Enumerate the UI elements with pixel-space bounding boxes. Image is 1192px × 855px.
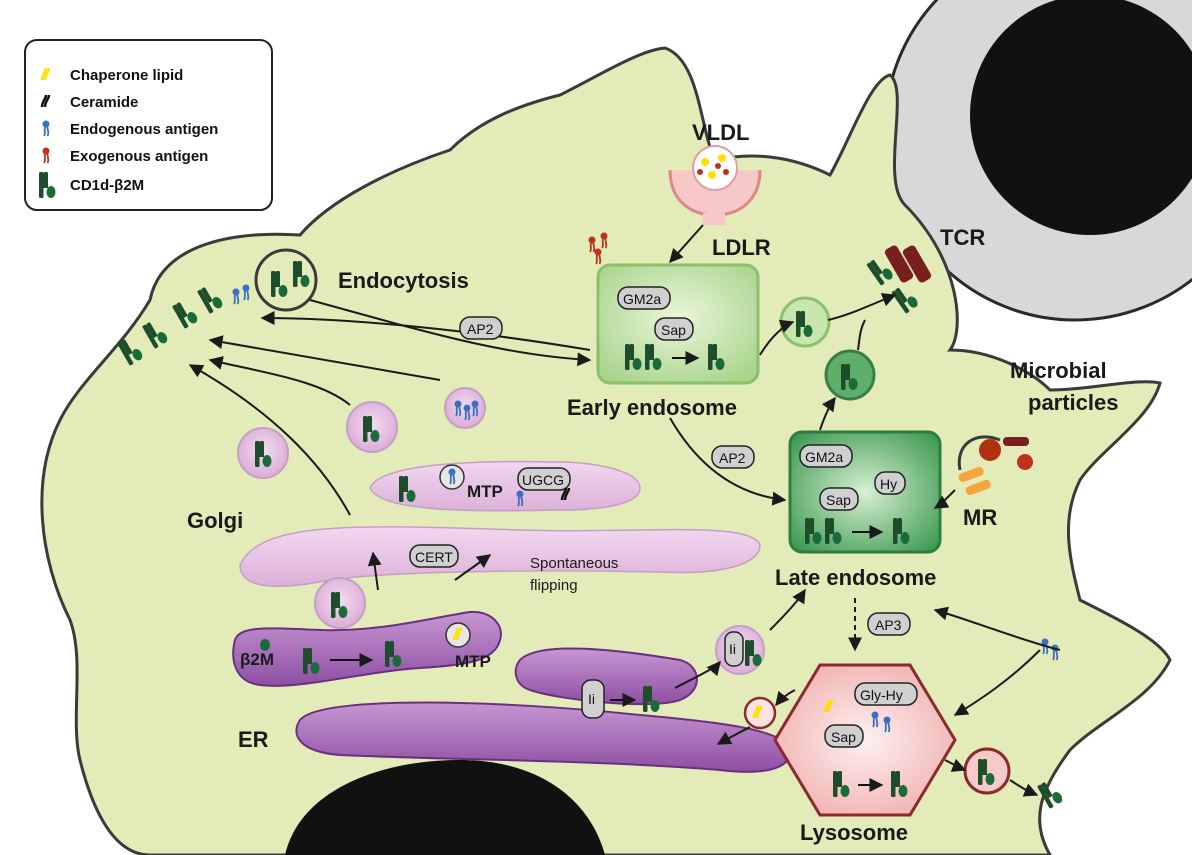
- er-label: ER: [238, 727, 269, 752]
- legend-item-exogenous-antigen: Exogenous antigen: [41, 146, 208, 165]
- legend-item-ceramide: Ceramide: [40, 93, 138, 111]
- gly-hy-pill: Gly-Hy: [854, 682, 918, 706]
- late-endosome: GM2a Hy Sap Late endosome: [775, 430, 942, 590]
- svg-text:UGCG: UGCG: [522, 472, 564, 488]
- ugcg-pill: UGCG: [517, 467, 571, 491]
- flipping-label: flipping: [530, 577, 578, 594]
- legend: Chaperone lipid Ceramide Endogenous anti…: [24, 39, 273, 211]
- legend-item-endogenous-antigen: Endogenous antigen: [41, 119, 218, 138]
- mtp-lower-label: MTP: [455, 652, 491, 671]
- endocytosis-label: Endocytosis: [338, 268, 469, 293]
- svg-text:Sap: Sap: [661, 322, 686, 338]
- svg-text:GM2a: GM2a: [805, 449, 843, 465]
- svg-text:Sap: Sap: [831, 729, 856, 745]
- gm2a-pill: GM2a: [799, 444, 853, 468]
- late-endosome-label: Late endosome: [775, 565, 936, 590]
- endoplasmic-reticulum: ER β2M MTP Ii: [232, 610, 792, 773]
- legend-label: Endogenous antigen: [70, 121, 218, 138]
- svg-text:Sap: Sap: [826, 492, 851, 508]
- legend-item-chaperone-lipid: Chaperone lipid: [40, 66, 183, 84]
- vldl-label: VLDL: [692, 120, 749, 145]
- hy-pill: Hy: [874, 471, 906, 495]
- b2m-label: β2M: [240, 650, 274, 669]
- tcr-label: TCR: [940, 225, 985, 250]
- ap2-mid-pill: AP2: [711, 445, 755, 469]
- ii-vesicle-pill: Ii: [724, 631, 744, 667]
- legend-label: CD1d-β2M: [70, 177, 144, 194]
- vldl-ldlr-uptake: VLDL LDLR: [668, 120, 771, 260]
- lysosome: Gly-Hy Sap Lysosome: [773, 663, 957, 845]
- spontaneous-label: Spontaneous: [530, 555, 618, 572]
- t-cell: [883, 0, 1192, 322]
- svg-text:GM2a: GM2a: [623, 291, 661, 307]
- ap2-top-pill: AP2: [459, 316, 503, 340]
- ii-vesicle: Ii: [715, 625, 765, 675]
- endocytosis-pit: Endocytosis: [254, 248, 469, 312]
- svg-text:CERT: CERT: [415, 549, 453, 565]
- svg-text:Hy: Hy: [880, 476, 897, 492]
- legend-label: Exogenous antigen: [70, 148, 208, 165]
- svg-text:AP3: AP3: [875, 617, 902, 633]
- mtp-upper-label: MTP: [467, 482, 503, 501]
- legend-label: Chaperone lipid: [70, 67, 183, 84]
- tcr: TCR: [866, 225, 985, 314]
- svg-text:Ii: Ii: [729, 641, 736, 657]
- svg-text:Gly-Hy: Gly-Hy: [860, 687, 903, 703]
- particles-label: particles: [1028, 390, 1119, 415]
- pathway-arrows: [188, 224, 1061, 797]
- cert-pill: CERT: [409, 544, 459, 568]
- sap-pill: Sap: [654, 317, 694, 341]
- mr-label: MR: [963, 505, 997, 530]
- svg-text:AP2: AP2: [467, 321, 494, 337]
- early-endosome: GM2a Sap Early endosome: [567, 263, 760, 420]
- svg-text:AP2: AP2: [719, 450, 746, 466]
- ap3-pill: AP3: [867, 612, 911, 636]
- gm2a-pill: GM2a: [617, 286, 671, 310]
- legend-item-cd1d-b2m: CD1d-β2M: [39, 172, 144, 198]
- nucleus: [285, 760, 605, 855]
- sap-pill: Sap: [819, 487, 859, 511]
- golgi: Golgi MTP UGCG CERT Spontaneous flipping: [187, 460, 761, 594]
- lysosome-label: Lysosome: [800, 820, 908, 845]
- microbial-label: Microbial: [1010, 358, 1107, 383]
- legend-label: Ceramide: [70, 94, 138, 111]
- recycling-vesicles: [779, 296, 876, 401]
- microbial-particles: Microbial particles MR: [957, 358, 1119, 530]
- ldlr-label: LDLR: [712, 235, 771, 260]
- ii-er-pill: Ii: [581, 679, 605, 719]
- sap-pill: Sap: [824, 724, 864, 748]
- golgi-label: Golgi: [187, 508, 243, 533]
- svg-text:Ii: Ii: [588, 691, 595, 707]
- golgi-vesicles: [237, 387, 486, 629]
- lysosome-vesicles: [743, 637, 1065, 809]
- early-endosome-label: Early endosome: [567, 395, 737, 420]
